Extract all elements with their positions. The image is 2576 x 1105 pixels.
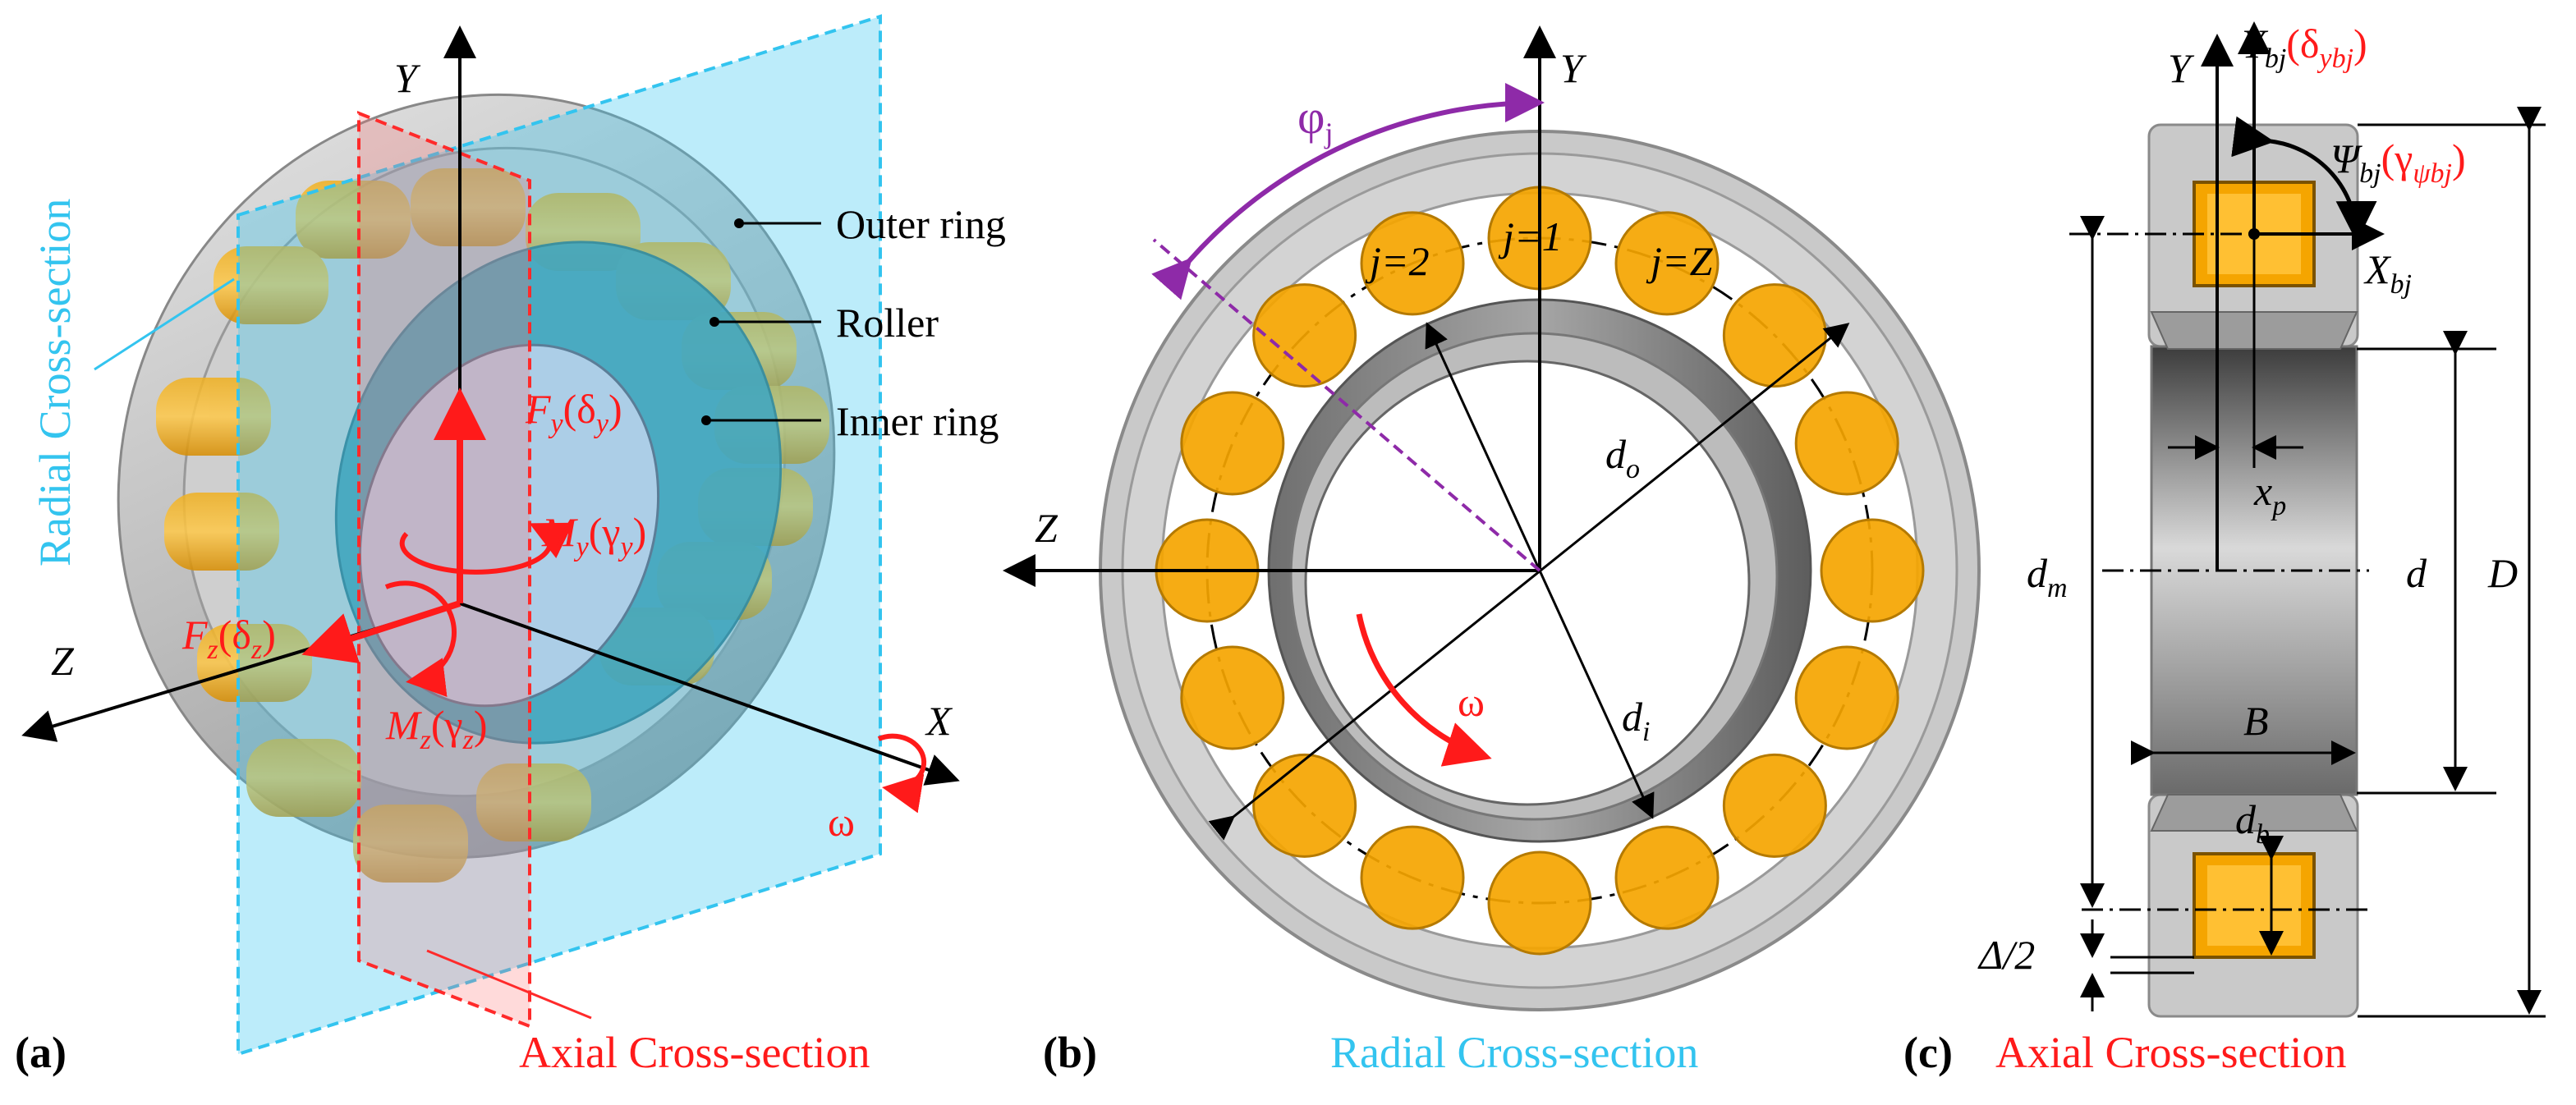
my-label: My(γy) [541, 509, 646, 562]
roller-a [353, 805, 468, 883]
radial-caption-b: Radial Cross-section [1330, 1028, 1698, 1077]
roller-b [1360, 825, 1465, 930]
di-arrow-2 [1538, 570, 1655, 819]
axis-z-label-b: Z [1035, 505, 1058, 551]
roller-b [1794, 391, 1899, 496]
db-label: db [2235, 796, 2270, 850]
axis-y-label-a: Y [394, 55, 421, 101]
roller-b [1794, 645, 1899, 750]
leader-dot-inner [701, 415, 711, 425]
leader-dot-roller [709, 317, 719, 327]
axial-caption-a: Axial Cross-section [519, 1028, 870, 1077]
axis-z-label-a: Z [51, 638, 75, 684]
roller-b [1614, 825, 1720, 930]
roller-a [246, 739, 361, 817]
dm-label: dm [2027, 550, 2068, 603]
omega-arrow-b [1356, 613, 1492, 767]
label-j1: j=1 [1498, 213, 1563, 259]
roller-a [197, 624, 312, 702]
panel-label-a: (a) [15, 1028, 67, 1077]
axial-caption-c: Axial Cross-section [1995, 1028, 2346, 1077]
moment-mz-arrow [384, 580, 457, 697]
do-label: do [1605, 431, 1640, 484]
axis-y-label-c: Y [2168, 45, 2195, 91]
radial-caption-a: Radial Cross-section [30, 199, 80, 566]
inner-flange-bottom [2150, 794, 2358, 832]
roller-b [1614, 211, 1720, 316]
leader-radial-caption [94, 277, 235, 371]
force-fz-arrow [301, 600, 461, 664]
label-j2: j=2 [1365, 238, 1430, 284]
leader-dot-outer [734, 218, 744, 228]
delta-half-label: Δ/2 [1977, 932, 2035, 978]
phi-label: φj [1297, 90, 1334, 149]
roller-center-dot [2248, 228, 2260, 240]
phi-arc [1151, 83, 1545, 300]
psi-label: Ψbj(γψbj) [2330, 135, 2466, 189]
D-label: D [2487, 550, 2518, 596]
label-outer-ring: Outer ring [836, 201, 1006, 247]
panel-c-axial-section: Y Ybj(δybj) Xbj Ψbj(γψbj) xp dm d D B db [1903, 21, 2546, 1077]
di-arrow-1 [1425, 322, 1541, 571]
roller-b [1487, 851, 1592, 956]
roller-a [411, 168, 526, 246]
d-label: d [2406, 550, 2427, 596]
xp-label: xp [2253, 468, 2286, 521]
roller-b [1722, 283, 1827, 388]
fy-label: Fy(δy) [525, 386, 622, 439]
B-label: B [2243, 698, 2269, 744]
panel-b-radial-section: Y Z do di φj j=2 j=1 j=Z ω (b) Radial Cr… [1003, 25, 1981, 1077]
psi-arrow [2231, 116, 2377, 242]
roller-b [1820, 518, 1925, 623]
roller-b [1180, 391, 1285, 496]
omega-label-a: ω [828, 799, 855, 845]
roller-b [1722, 753, 1827, 858]
label-roller: Roller [836, 300, 939, 346]
di-label: di [1622, 694, 1650, 747]
mz-label: Mz(γz) [385, 702, 488, 755]
moment-my-arrow [399, 522, 574, 575]
roller-b [1252, 753, 1357, 858]
roller-a [214, 246, 328, 324]
xbj-label: Xbj [2363, 246, 2412, 300]
label-inner-ring: Inner ring [836, 398, 999, 444]
fz-label: Fz(δz) [181, 612, 276, 665]
panel-label-b: (b) [1043, 1028, 1097, 1077]
roller-c-bottom-inner [2207, 865, 2301, 946]
roller-a [476, 763, 591, 841]
roller-a [296, 181, 411, 259]
omega-arrow-a [877, 733, 927, 814]
label-jz: j=Z [1646, 238, 1714, 284]
ybj-label: Ybj(δybj) [2242, 21, 2367, 74]
axis-x-a [459, 602, 960, 786]
panel-a-isometric: Y Z X Fy(δy) My(γy) Fz(δz) Mz(γz) ω Oute… [15, 14, 1006, 1077]
roller-a [156, 378, 271, 456]
roller-a [164, 493, 279, 571]
roller-b [1180, 645, 1285, 750]
axis-x-label-a: X [925, 698, 953, 744]
axis-y-label-b: Y [1560, 45, 1587, 91]
omega-label-b: ω [1458, 679, 1485, 725]
leader-axial-caption [426, 949, 592, 1020]
panel-label-c: (c) [1903, 1028, 1953, 1077]
